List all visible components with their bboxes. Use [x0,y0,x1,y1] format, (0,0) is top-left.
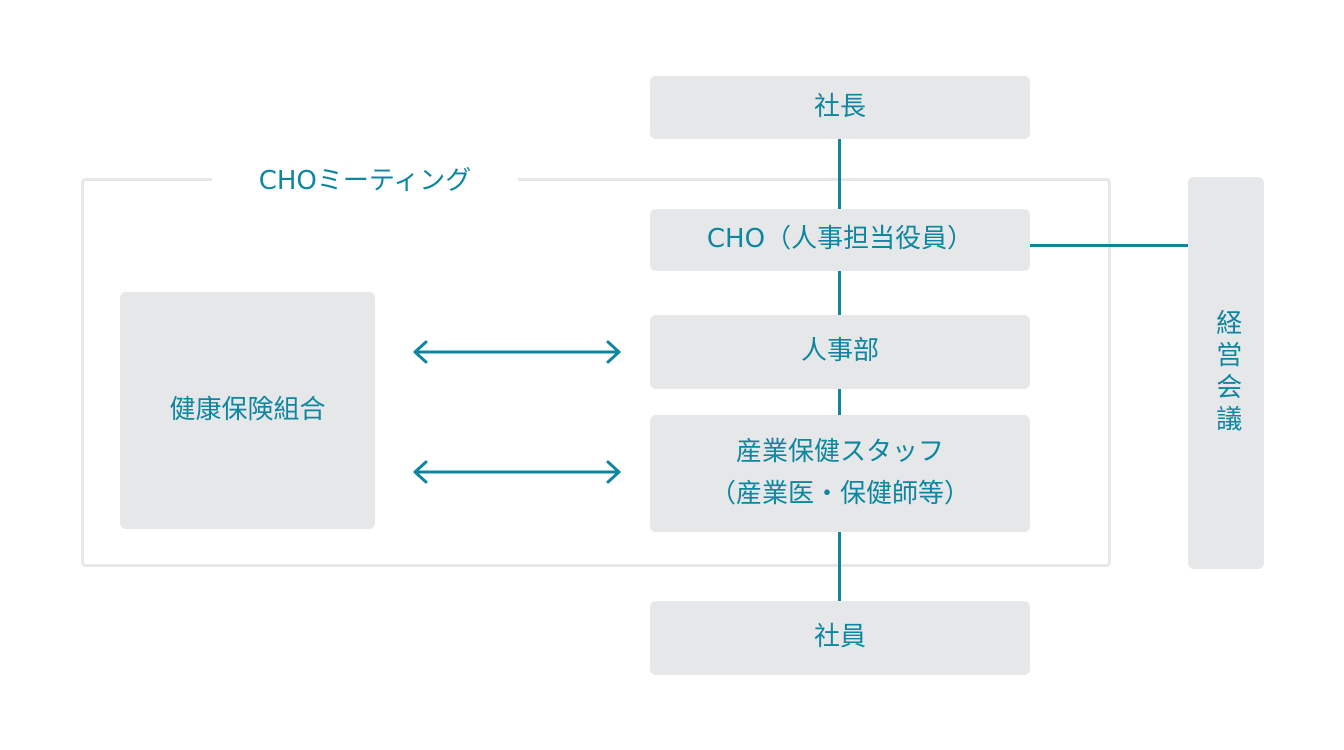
connector-staff-employees [838,532,841,601]
connector-cho-management [1029,244,1189,247]
president-box: 社長 [650,76,1030,139]
health-staff-label-line2: （産業医・保健師等） [709,478,970,509]
health-staff-label-line1: 産業保健スタッフ [735,436,944,467]
hr-department-box: 人事部 [650,315,1030,389]
management-meeting-label: 経営会議 [1211,309,1242,437]
health-insurance-label: 健康保険組合 [169,394,326,425]
occupational-health-staff-box: 産業保健スタッフ （産業医・保健師等） [650,415,1030,532]
hr-department-label: 人事部 [800,336,879,367]
employees-label: 社員 [813,622,866,653]
connector-cho-hr [838,271,841,315]
connector-president-cho [838,139,841,209]
double-arrow-hr [413,340,621,364]
cho-meeting-label: CHOミーティング [212,158,518,198]
double-arrow-health-staff [413,460,621,484]
president-label: 社長 [813,91,866,122]
management-meeting-box: 経営会議 [1188,177,1264,569]
cho-meeting-frame [81,178,1111,567]
health-insurance-box: 健康保険組合 [120,292,375,529]
employees-box: 社員 [650,601,1030,675]
connector-hr-staff [838,389,841,415]
cho-box: CHO（人事担当役員） [650,209,1030,271]
cho-label: CHO（人事担当役員） [706,224,974,255]
